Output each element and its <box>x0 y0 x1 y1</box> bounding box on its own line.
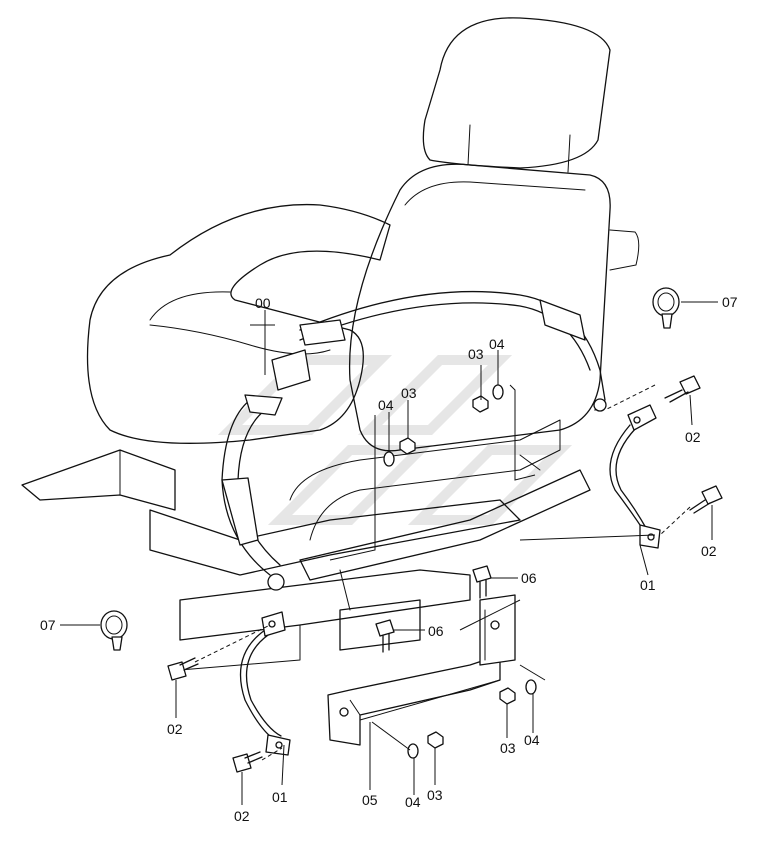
callout-04-upper-right: 04 <box>489 336 505 352</box>
assembly-guide-lines <box>194 324 691 761</box>
ground-cable-left <box>239 611 291 756</box>
callout-labels: 00 01 01 02 02 02 02 03 03 03 03 04 04 0… <box>40 294 738 824</box>
leader-lines <box>60 301 718 805</box>
callout-06-upper: 06 <box>521 570 537 586</box>
ground-cable-right <box>609 404 661 549</box>
bolt-02-left-top <box>167 657 199 681</box>
seat-belt-assembly <box>221 290 607 591</box>
bolt-02-right-top <box>664 375 701 403</box>
washer-04-lower-right <box>525 679 537 695</box>
bolt-06-upper <box>472 565 492 599</box>
callout-07-right: 07 <box>722 294 738 310</box>
callout-03-upper-left: 03 <box>401 385 417 401</box>
washer-04-lower-center <box>407 743 419 759</box>
callout-04-lower-right: 04 <box>524 732 540 748</box>
bolt-02-left-bottom <box>232 751 263 773</box>
callout-01-left: 01 <box>272 789 288 805</box>
washer-04-upper-right <box>492 384 504 400</box>
bolt-02-right-bottom <box>689 485 723 514</box>
callout-07-left: 07 <box>40 617 56 633</box>
callout-03-lower-center: 03 <box>427 787 443 803</box>
callout-01-right: 01 <box>640 577 656 593</box>
bolt-06-lower <box>375 619 395 653</box>
clamp-07-right <box>652 287 680 329</box>
callout-03-upper-right: 03 <box>468 346 484 362</box>
nut-03-lower-center <box>427 731 444 749</box>
callout-04-lower-center: 04 <box>405 794 421 810</box>
seat-illustration <box>21 17 640 671</box>
callout-02-left-top: 02 <box>167 721 183 737</box>
callout-02-right-bottom: 02 <box>701 543 717 559</box>
callout-05: 05 <box>362 792 378 808</box>
callout-02-right-top: 02 <box>685 429 701 445</box>
callout-03-lower-right: 03 <box>500 740 516 756</box>
washer-04-upper-left <box>383 451 395 467</box>
callout-02-left-bottom: 02 <box>234 808 250 824</box>
callout-06-lower: 06 <box>428 623 444 639</box>
callout-04-upper-left: 04 <box>378 397 394 413</box>
callout-00: 00 <box>255 295 271 311</box>
nut-03-lower-right <box>499 687 516 705</box>
bracket-part-05 <box>327 594 516 746</box>
clamp-07-left <box>100 610 128 651</box>
